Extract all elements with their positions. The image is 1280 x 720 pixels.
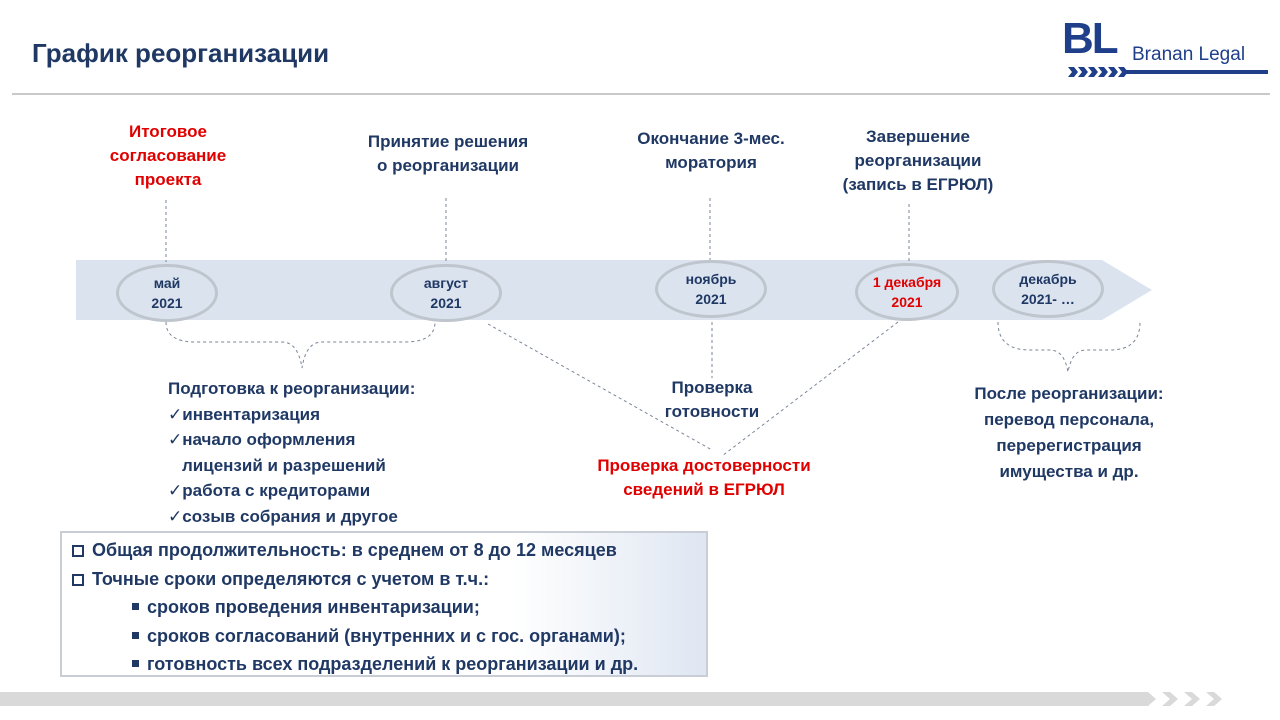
label-check-readiness: Проверка готовности [664,378,760,421]
square-bullet-icon [132,603,139,610]
summary-line: Общая продолжительность: в среднем от 8 … [72,536,706,565]
checkmark-icon: ✓ [168,404,183,424]
footer-chevrons-icon [1140,692,1222,706]
square-bullet-icon [132,660,139,667]
summary-line: Точные сроки определяются с учетом в т.ч… [72,565,706,594]
checkmark-icon: ✓ [168,506,183,526]
checkmark-icon: ✓ [168,430,183,449]
header-divider [12,93,1270,95]
label-final-approval: Итоговое согласование проекта [109,122,227,189]
list-item: ✓начало оформления [168,430,356,449]
timeline-node-may: май 2021 [116,264,218,322]
page-title: График реорганизации [32,38,330,68]
brace-preparation [165,321,436,369]
connector-line [721,321,899,457]
checkbox-bullet-icon [72,545,84,557]
square-bullet-icon [132,631,139,639]
timeline-arrow [76,260,1152,320]
summary-subline: сроков проведения инвентаризации; [72,593,706,622]
logo-name: Branan Legal [1132,44,1246,65]
checkbox-bullet-icon [72,573,84,586]
timeline-node-august: август 2021 [390,264,502,322]
list-item: ✓созыв собрания и другое [168,506,398,526]
footer-bar [0,692,1140,706]
label-decision: Принятие решения о реорганизации [367,132,529,175]
preparation-heading: Подготовка к реорганизации: [168,379,416,398]
list-item: лицензий и разрешений [182,455,386,475]
timeline-node-december: декабрь 2021- … [992,260,1104,318]
list-item: ✓инвентаризация [168,404,321,424]
logo-mark: BL [1062,14,1119,63]
label-check-egrul: Проверка достоверности сведений в ЕГРЮЛ [597,456,811,499]
label-after-reorg: После реорганизации: перевод персонала, … [974,384,1164,481]
checkmark-icon: ✓ [168,481,183,500]
summary-subline: готовность всех подразделений к реоргани… [72,650,706,679]
timeline-node-dec1: 1 декабря 2021 [855,263,959,321]
label-completion: Завершение реорганизации (запись в ЕГРЮЛ… [842,127,994,194]
label-moratorium-end: Окончание 3-мес. моратория [637,129,785,172]
timeline-node-november: ноябрь 2021 [655,260,767,318]
summary-box: Общая продолжительность: в среднем от 8 … [60,531,708,677]
logo-chevrons-icon [1068,67,1268,77]
brace-after [997,321,1141,373]
summary-subline: сроков согласований (внутренних и с гос.… [72,622,706,651]
connector-line [487,323,713,451]
list-item: ✓работа с кредиторами [168,481,371,500]
preparation-list: Подготовка к реорганизации: ✓инвентариза… [168,376,415,529]
